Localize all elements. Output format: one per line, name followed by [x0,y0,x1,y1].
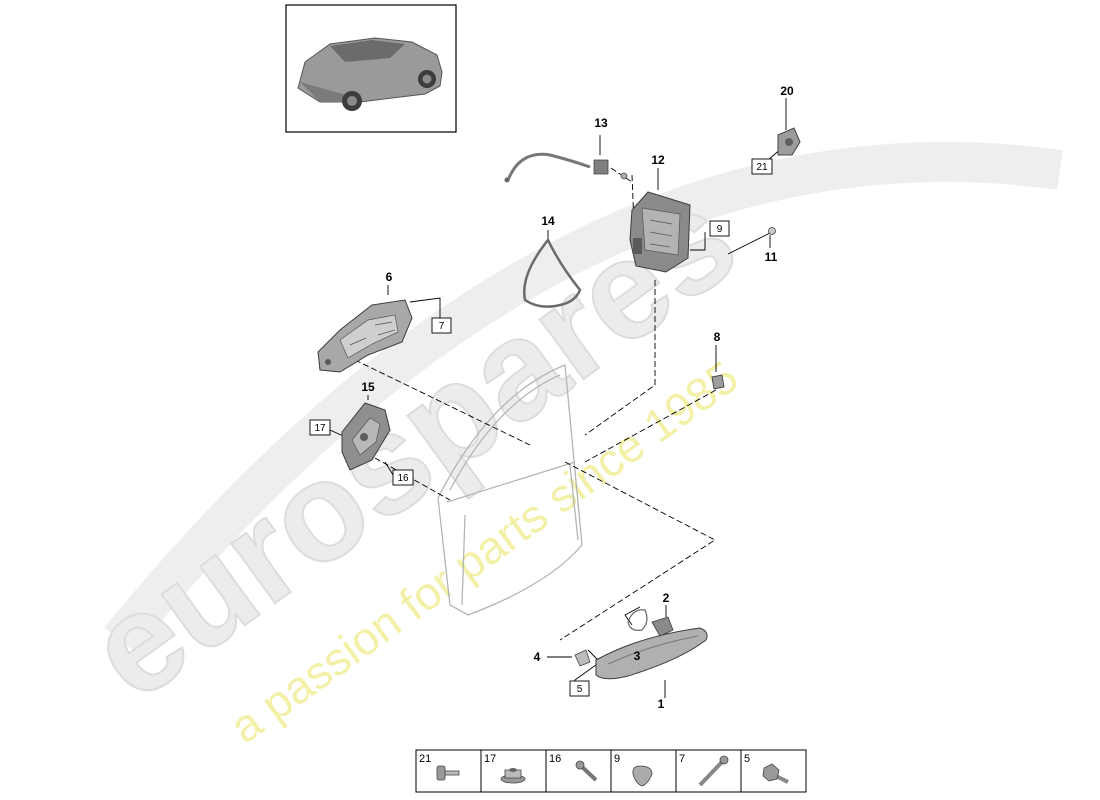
callout-3: 3 [634,649,641,663]
part-12-lock [629,191,691,273]
callout-15: 15 [361,380,375,394]
screw-icon [575,760,598,782]
part-4-seal [574,649,591,667]
legend-label-5: 5 [744,753,750,765]
boxed-ref-21: 21 [751,158,773,175]
part-2-cap [651,616,674,637]
legend-label-17: 17 [484,753,496,765]
boxed-ref-17: 17 [309,419,331,436]
callout-labels: 1 2 3 4 6 8 11 12 13 14 15 20 [361,84,794,711]
callout-1: 1 [658,697,665,711]
boxed-ref-7-label: 7 [439,321,445,332]
watermark: eurospares a passion for parts since 198… [59,141,1063,753]
flange-nut-icon [500,768,526,784]
watermark-swoosh [104,141,1063,653]
callout-11: 11 [765,250,778,264]
part-13-cable [504,152,628,183]
boxed-ref-9: 9 [709,220,730,237]
boxed-ref-7: 7 [431,317,452,334]
callout-8: 8 [714,330,721,344]
callout-20: 20 [780,84,794,98]
boxed-ref-9-label: 9 [717,224,723,235]
part-15-bracket [341,402,391,471]
clip-icon [632,765,653,787]
boxed-ref-5-label: 5 [577,684,583,695]
boxed-ref-16: 16 [392,469,414,486]
boxed-ref-5: 5 [569,680,590,697]
long-bolt-icon [698,755,729,787]
callout-14: 14 [541,214,555,228]
part-3-gasket [627,609,648,631]
part-6-carrier [317,299,413,373]
callout-6: 6 [386,270,393,284]
boxed-ref-21-label: 21 [756,162,768,173]
fastener-legend: 21 17 16 9 7 5 [415,749,807,793]
part-20-bracket [777,127,801,156]
bolt-icon [436,765,460,781]
callout-2: 2 [663,591,670,605]
part-11-screw [768,227,776,235]
legend-label-16: 16 [549,753,561,765]
callout-4: 4 [534,650,541,664]
part-8-clip [711,374,725,390]
boxed-ref-16-label: 16 [397,473,409,484]
boxed-ref-17-label: 17 [314,423,326,434]
part-1-handle [595,627,708,680]
solid-leaders [329,98,787,698]
legend-label-9: 9 [614,753,620,765]
legend-label-7: 7 [679,753,685,765]
boxed-refs: 5 7 9 16 17 21 [309,158,773,697]
hex-bolt-icon [762,763,789,784]
vehicle-thumbnail [285,4,457,133]
door-panel [437,364,583,616]
legend-label-21: 21 [419,753,431,765]
part-14-rod [523,239,582,308]
car-icon [297,37,443,111]
callout-12: 12 [651,153,665,167]
callout-13: 13 [594,116,608,130]
